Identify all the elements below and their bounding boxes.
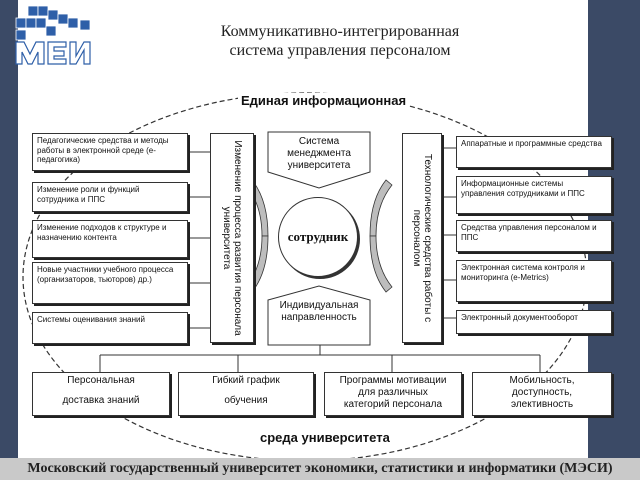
bottom-item-delivery: Персональная доставка знаний	[32, 372, 170, 416]
bottom-item-schedule-line2: обучения	[224, 395, 268, 406]
ellipse-label-top: Единая информационная	[238, 93, 410, 108]
bottom-item-mobility-line2: доступность,	[511, 387, 573, 398]
bottom-item-delivery-line1: Персональная	[67, 375, 135, 386]
right-item-docflow: Электронный документооборот	[456, 310, 612, 334]
core-employee-circle: сотрудник	[278, 197, 358, 277]
ellipse-label-bottom: среда университета	[257, 430, 393, 445]
right-vertical-text: Технологические средства работы с персон…	[411, 153, 433, 323]
bottom-item-motivation: Программы мотивации для различных катего…	[324, 372, 462, 416]
left-item-pedagogy: Педагогические средства и методы работы …	[32, 133, 188, 171]
bottom-item-delivery-line2: доставка знаний	[62, 395, 140, 406]
left-sidebar	[0, 0, 18, 458]
bottom-item-mobility-line3: элективность	[510, 399, 574, 410]
bottom-item-mobility-line1: Мобильность,	[509, 375, 575, 386]
center-bottom-label: Индивидуальная направленность	[279, 300, 359, 323]
bottom-item-mobility: Мобильность, доступность, элективность	[472, 372, 612, 416]
right-item-info-systems: Информационные системы управления сотруд…	[456, 176, 612, 214]
bottom-item-schedule: Гибкий график обучения	[178, 372, 314, 416]
left-item-participants: Новые участники учебного процесса (орган…	[32, 262, 188, 304]
title-line-1: Коммуникативно-интегрированная	[220, 23, 460, 40]
bottom-item-motivation-line3: категорий персонала	[343, 399, 443, 410]
center-top-label: Система менеджмента университета	[287, 136, 351, 171]
left-item-content: Изменение подходов к структуре и назначе…	[32, 220, 188, 258]
right-item-hardware: Аппаратные и программные средства	[456, 136, 612, 168]
right-item-metrics: Электронная система контроля и мониторин…	[456, 260, 612, 302]
mesi-logo	[15, 5, 91, 65]
left-item-roles: Изменение роли и функций сотрудника и ПП…	[32, 182, 188, 212]
title-line-2: система управления персоналом	[229, 42, 451, 59]
right-item-hr-tools: Средства управления персоналом и ППС	[456, 220, 612, 252]
footer-university: Московский государственный университет э…	[0, 458, 640, 480]
bottom-item-motivation-line2: для различных	[358, 387, 428, 398]
left-vertical-text: Изменение процесса развития персонала ун…	[221, 140, 243, 336]
right-vertical-box: Технологические средства работы с персон…	[402, 133, 442, 343]
left-vertical-box: Изменение процесса развития персонала ун…	[210, 133, 254, 343]
page-title: Коммуникативно-интегрированная система у…	[160, 22, 520, 60]
left-item-assessment: Системы оценивания знаний	[32, 312, 188, 344]
bottom-item-schedule-line1: Гибкий график	[212, 375, 280, 386]
bottom-item-motivation-line1: Программы мотивации	[339, 375, 447, 386]
